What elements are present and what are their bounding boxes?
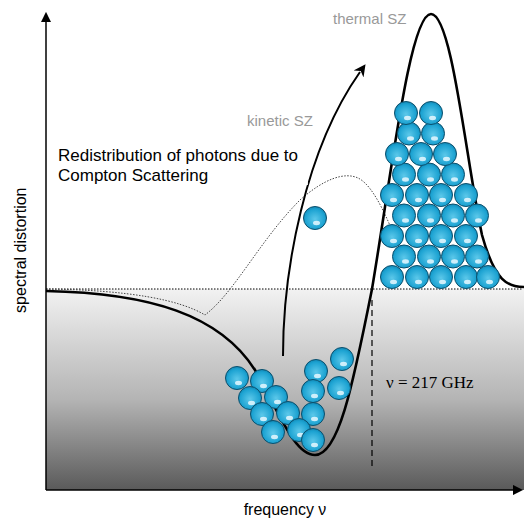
photon	[442, 163, 465, 186]
photon	[420, 102, 443, 125]
photon-highlight	[407, 136, 414, 140]
photon-highlight	[439, 280, 446, 284]
axis-label: frequency ν	[244, 501, 327, 519]
photon-highlight	[248, 401, 255, 405]
photon	[477, 266, 500, 289]
photon	[398, 122, 421, 145]
photon-highlight	[402, 218, 409, 222]
photon-highlight	[235, 381, 242, 385]
photon-highlight	[464, 198, 471, 202]
photon	[305, 360, 328, 383]
photon	[430, 184, 453, 207]
photon-highlight	[464, 239, 471, 243]
photon	[455, 225, 478, 248]
photon-highlight	[451, 259, 458, 263]
photon-highlight	[429, 116, 436, 120]
photon-highlight	[427, 177, 434, 181]
photon-highlight	[274, 400, 281, 404]
photon-highlight	[402, 259, 409, 263]
photon-highlight	[419, 157, 426, 161]
photon	[302, 429, 325, 452]
photon-highlight	[475, 218, 482, 222]
photon-highlight	[439, 198, 446, 202]
photon	[455, 184, 478, 207]
photon	[331, 348, 354, 371]
photon	[455, 266, 478, 289]
photon-highlight	[314, 374, 321, 378]
photon-highlight	[402, 177, 409, 181]
photon	[226, 367, 249, 390]
photon-highlight	[260, 417, 267, 421]
photon	[466, 245, 489, 268]
photon-highlight	[311, 417, 318, 421]
photon	[393, 204, 416, 227]
thermal-sz-curve	[46, 14, 524, 455]
photon	[393, 245, 416, 268]
photon	[430, 266, 453, 289]
photon	[381, 225, 404, 248]
photon	[395, 102, 418, 125]
photon-highlight	[311, 443, 318, 447]
photon-highlight	[415, 198, 422, 202]
photon-highlight	[451, 177, 458, 181]
photon-highlight	[390, 198, 397, 202]
photon-highlight	[337, 391, 344, 395]
photon	[381, 266, 404, 289]
photon	[418, 163, 441, 186]
photon-highlight	[431, 136, 438, 140]
photon	[466, 204, 489, 227]
photon	[422, 122, 445, 145]
photon	[434, 143, 457, 166]
photon-highlight	[313, 221, 320, 225]
axis-label: spectral distortion	[12, 187, 30, 312]
photon	[262, 421, 285, 444]
photon-highlight	[340, 362, 347, 366]
photon-highlight	[311, 394, 318, 398]
photon-highlight	[404, 116, 411, 120]
photon-highlight	[286, 416, 293, 420]
photon	[381, 184, 404, 207]
photon-highlight	[260, 384, 267, 388]
photon	[393, 163, 416, 186]
photon-highlight	[427, 259, 434, 263]
crossover-line	[371, 300, 372, 470]
annotation: Redistribution of photons due to Compton…	[58, 146, 308, 185]
frequency-marker: ν = 217 GHz	[386, 373, 474, 393]
photon	[302, 380, 325, 403]
curve-label: thermal SZ	[333, 10, 406, 27]
photon	[418, 245, 441, 268]
photon	[406, 225, 429, 248]
curve-label: kinetic SZ	[247, 112, 313, 129]
photon	[328, 377, 351, 400]
photon-highlight	[486, 280, 493, 284]
x-axis	[46, 489, 521, 491]
photon	[406, 266, 429, 289]
photon-highlight	[451, 218, 458, 222]
photon	[442, 245, 465, 268]
photon-highlight	[427, 218, 434, 222]
photon	[418, 204, 441, 227]
photon	[410, 143, 433, 166]
photon-highlight	[390, 280, 397, 284]
y-axis	[45, 14, 47, 490]
photon	[304, 207, 327, 230]
photon-highlight	[475, 259, 482, 263]
photon-highlight	[415, 239, 422, 243]
photon	[442, 204, 465, 227]
photon-highlight	[415, 280, 422, 284]
photon-highlight	[464, 280, 471, 284]
photon	[406, 184, 429, 207]
photon	[386, 143, 409, 166]
photon-highlight	[395, 157, 402, 161]
photon-highlight	[443, 157, 450, 161]
photon	[430, 225, 453, 248]
zero-line	[46, 289, 522, 290]
photon-highlight	[439, 239, 446, 243]
photon-highlight	[271, 435, 278, 439]
photon-highlight	[390, 239, 397, 243]
